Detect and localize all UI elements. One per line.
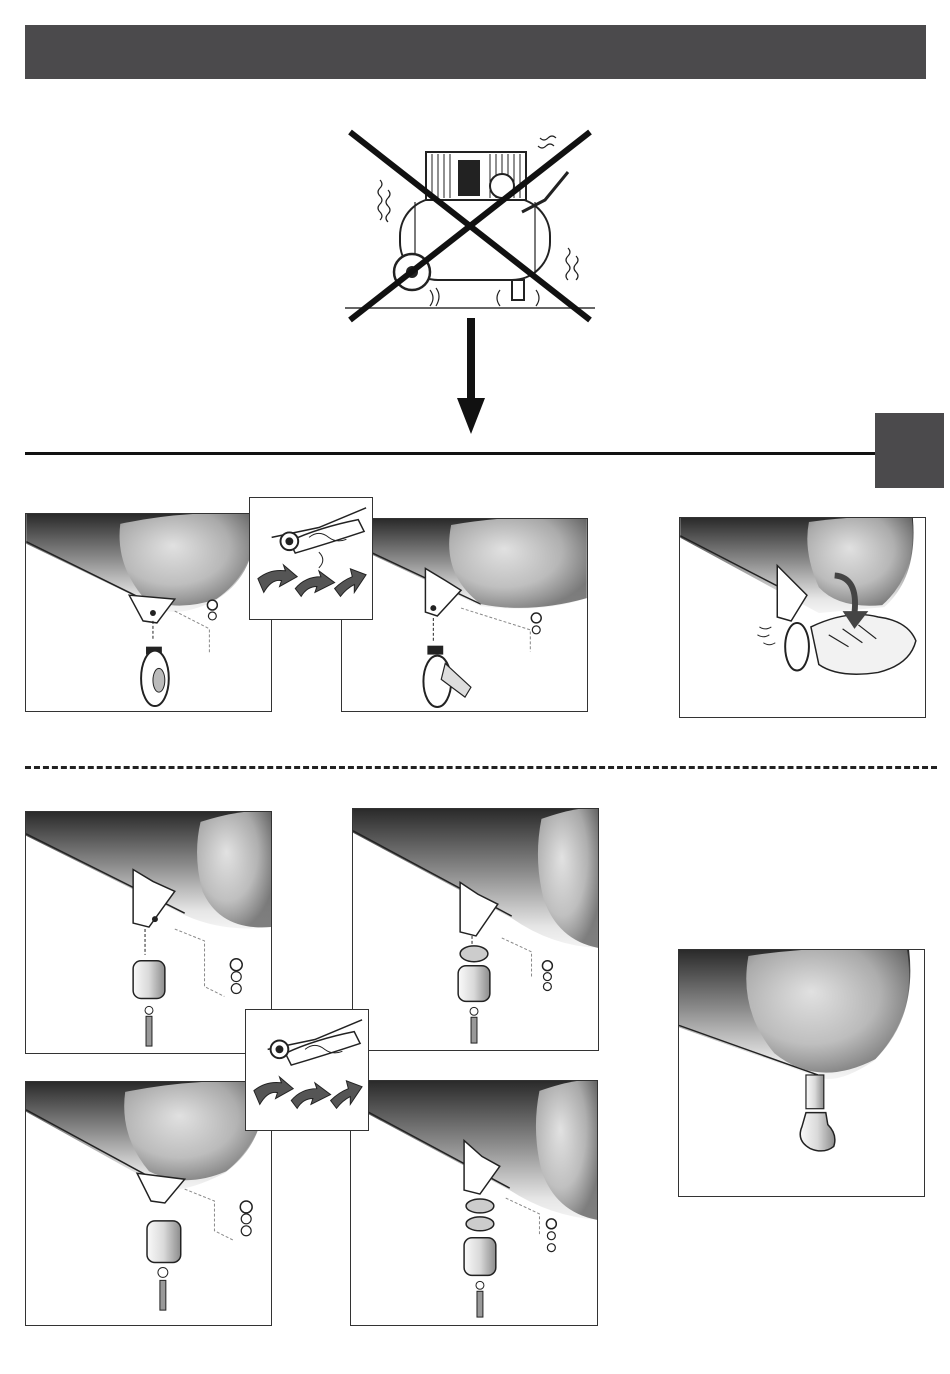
foot-round-after-image	[351, 1081, 597, 1325]
section-divider-solid	[25, 452, 875, 455]
section-tab	[875, 413, 944, 488]
panel-wheel-after	[341, 518, 588, 712]
foot-round-before-image	[26, 1082, 271, 1325]
compressor-crossed-out-image	[340, 120, 600, 325]
panel-rubber-stopper	[678, 949, 925, 1197]
down-arrow-icon	[455, 318, 487, 436]
panel-foot-bracket-before	[25, 811, 272, 1054]
wrench-tighten-image	[250, 498, 372, 619]
panel-foot-brake	[679, 517, 926, 718]
foot-brake-image	[680, 518, 925, 717]
panel-wheel-before	[25, 513, 272, 712]
wrench-tighten-feet-image	[246, 1010, 368, 1130]
wheel-before-image	[26, 514, 271, 711]
section-divider-dashed	[25, 766, 937, 769]
inset-wrench-tighten-feet	[245, 1009, 369, 1131]
hero-illustration	[340, 120, 600, 325]
header-bar	[25, 25, 926, 79]
wheel-after-image	[342, 519, 587, 711]
panel-foot-round-before	[25, 1081, 272, 1326]
panel-foot-bracket-after	[352, 808, 599, 1051]
rubber-stopper-image	[679, 950, 924, 1196]
panel-foot-round-after	[350, 1080, 598, 1326]
foot-bracket-before-image	[26, 812, 271, 1053]
inset-wrench-tighten	[249, 497, 373, 620]
foot-bracket-after-image	[353, 809, 598, 1050]
